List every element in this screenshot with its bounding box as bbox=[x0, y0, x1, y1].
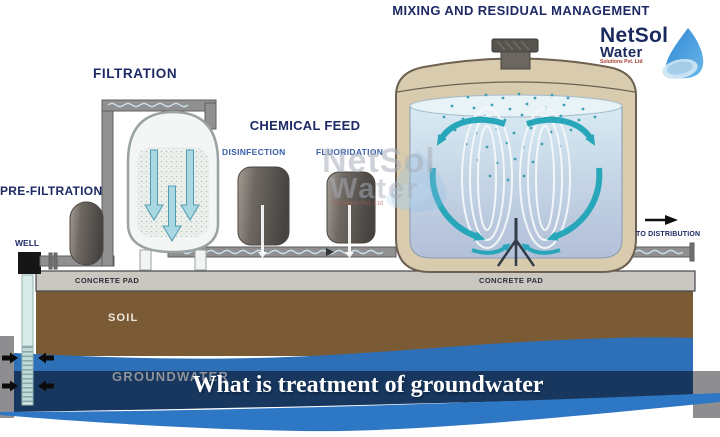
underground-layers bbox=[0, 290, 720, 432]
label-concrete-pad-left: CONCRETE PAD bbox=[75, 276, 140, 285]
mixer-motor bbox=[491, 38, 539, 70]
well-head bbox=[18, 252, 41, 274]
well-screen bbox=[21, 345, 34, 403]
flow-arrow-icon bbox=[326, 248, 334, 256]
netsol-water-logo: NetSol Water Solutions Pvt. Ltd bbox=[600, 24, 720, 84]
inflow-arrow-icons bbox=[2, 352, 54, 392]
tank-water bbox=[409, 105, 623, 259]
label-filtration: FILTRATION bbox=[93, 66, 178, 81]
flow-down-arrows bbox=[144, 149, 200, 242]
label-chemical-feed: CHEMICAL FEED bbox=[249, 118, 361, 133]
well-casing bbox=[2, 274, 54, 406]
groundwater-wave bbox=[14, 337, 693, 372]
circulation-arrows bbox=[429, 116, 603, 255]
watermark-droplet-icon bbox=[386, 150, 447, 212]
tank-leg bbox=[194, 249, 207, 271]
top-pipe bbox=[101, 99, 217, 112]
label-soil: SOIL bbox=[108, 312, 139, 324]
pre-filtration-tank bbox=[69, 201, 104, 266]
label-concrete-pad-right: CONCRETE PAD bbox=[479, 276, 544, 285]
label-groundwater: GROUNDWATER bbox=[112, 369, 229, 384]
chemical-feed-tanks bbox=[237, 166, 376, 258]
logo-word: Water bbox=[600, 44, 643, 61]
label-fluoridation: FLUORIDATION bbox=[316, 147, 384, 157]
label-well: WELL bbox=[15, 238, 40, 248]
gray-edge-left bbox=[0, 336, 14, 418]
water-surface bbox=[409, 94, 623, 118]
logo-tagline: Solutions Pvt. Ltd bbox=[600, 59, 643, 65]
bottom-wave bbox=[0, 393, 720, 432]
logo-name: NetSol bbox=[600, 24, 669, 47]
mixing-loops bbox=[461, 107, 571, 249]
label-to-distribution: TO DISTRIBUTION bbox=[636, 231, 701, 238]
label-disinfection: DISINFECTION bbox=[222, 147, 286, 157]
deep-groundwater-band bbox=[14, 371, 693, 412]
mixer-impeller bbox=[496, 218, 536, 267]
mixing-tank bbox=[395, 38, 637, 273]
logo-droplet-icon bbox=[662, 28, 704, 80]
riser-pipe bbox=[101, 99, 114, 267]
label-pre-filtration: PRE-FILTRATION bbox=[0, 184, 103, 198]
to-distribution-arrow-icon bbox=[645, 215, 678, 225]
diagram-title: MIXING AND RESIDUAL MANAGEMENT bbox=[392, 3, 650, 18]
concrete-pad bbox=[35, 270, 696, 292]
tank-leg bbox=[139, 249, 152, 271]
filtration-tank bbox=[126, 110, 220, 271]
caption-title: What is treatment of groundwater bbox=[192, 372, 544, 398]
